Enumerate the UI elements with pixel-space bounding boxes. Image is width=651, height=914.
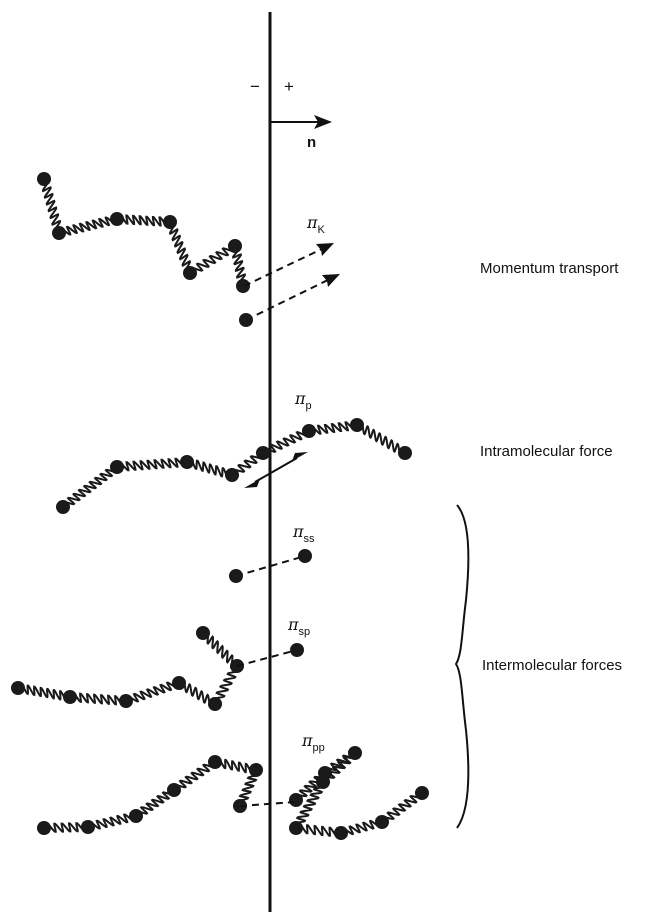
- chain-bead: [398, 446, 412, 460]
- pi-pp-symbol: πpp: [301, 731, 325, 754]
- solvent-bead-right: [298, 549, 312, 563]
- pi-p-symbol: πp: [294, 389, 312, 412]
- chain-bead: [415, 786, 429, 800]
- pi-sp-symbol: πsp: [287, 615, 310, 638]
- spring-segment: [190, 244, 235, 274]
- spring-segment: [41, 179, 62, 233]
- spring-segment: [168, 222, 193, 273]
- spring-segment: [117, 458, 187, 470]
- chain-bead: [110, 212, 124, 226]
- chain-bead: [52, 226, 66, 240]
- chain-bead: [236, 279, 250, 293]
- momentum-arrow-1-head: [316, 243, 334, 256]
- polymer-chain-1: [37, 172, 250, 293]
- intermolecular-brace: [456, 505, 468, 828]
- chain-bead: [289, 793, 303, 807]
- chain-bead: [11, 681, 25, 695]
- chain-bead: [167, 783, 181, 797]
- intramolecular-force-arrow: [255, 458, 297, 482]
- solvent-bead-sp: [290, 643, 304, 657]
- solvent-bead-left: [229, 569, 243, 583]
- spring-segment: [88, 813, 136, 830]
- chain-bead: [225, 468, 239, 482]
- spring-segment: [357, 423, 405, 455]
- chain-bead: [183, 266, 197, 280]
- polymer-chain-2: [56, 418, 412, 514]
- chain-bead: [289, 821, 303, 835]
- chain-bead: [56, 500, 70, 514]
- intramolecular-force-label: Intramolecular force: [480, 443, 613, 460]
- pi-ss-symbol: πss: [292, 522, 315, 545]
- chain-bead: [37, 821, 51, 835]
- chain-bead: [63, 690, 77, 704]
- solvent-polymer-dashed-link: [237, 650, 297, 666]
- momentum-arrow-1: [244, 248, 324, 286]
- polymer-chain-4: [37, 755, 263, 835]
- chain-bead: [81, 820, 95, 834]
- chain-bead: [256, 446, 270, 460]
- intramolecular-arrow-head-b: [292, 452, 308, 461]
- minus-side-sign: −: [250, 77, 260, 96]
- chain-bead: [37, 172, 51, 186]
- chain-bead: [375, 815, 389, 829]
- chain-bead: [208, 697, 222, 711]
- spring-segment: [18, 685, 70, 701]
- spring-segment: [63, 466, 118, 508]
- chain-bead: [196, 626, 210, 640]
- polymer-chain-3: [11, 626, 244, 711]
- chain-bead: [334, 826, 348, 840]
- chain-bead: [172, 676, 186, 690]
- polymer-chain-5: [289, 746, 429, 840]
- intermolecular-forces-label: Intermolecular forces: [482, 657, 622, 674]
- spring-segment: [117, 215, 170, 226]
- chain-bead: [350, 418, 364, 432]
- plus-side-sign: +: [284, 77, 294, 96]
- momentum-transport-label: Momentum transport: [480, 260, 619, 277]
- chain-bead: [129, 809, 143, 823]
- polymer-polymer-dashed-link: [240, 802, 294, 806]
- chain-bead: [119, 694, 133, 708]
- chain-bead: [348, 746, 362, 760]
- chain-bead: [302, 424, 316, 438]
- spring-segment: [70, 693, 126, 705]
- free-molecule-bead: [239, 313, 253, 327]
- chain-bead: [316, 775, 330, 789]
- spring-segment: [309, 422, 357, 435]
- chain-bead: [180, 455, 194, 469]
- momentum-arrow-2: [246, 279, 330, 320]
- spring-segment: [126, 680, 179, 703]
- spring-segment: [59, 216, 117, 236]
- chain-bead: [228, 239, 242, 253]
- pi-k-symbol: πK: [306, 213, 326, 236]
- normal-vector-label: n: [307, 134, 316, 151]
- intramolecular-arrow-head-a: [244, 479, 260, 488]
- chain-bead: [249, 763, 263, 777]
- chain-bead: [163, 215, 177, 229]
- chain-bead: [110, 460, 124, 474]
- chain-bead: [208, 755, 222, 769]
